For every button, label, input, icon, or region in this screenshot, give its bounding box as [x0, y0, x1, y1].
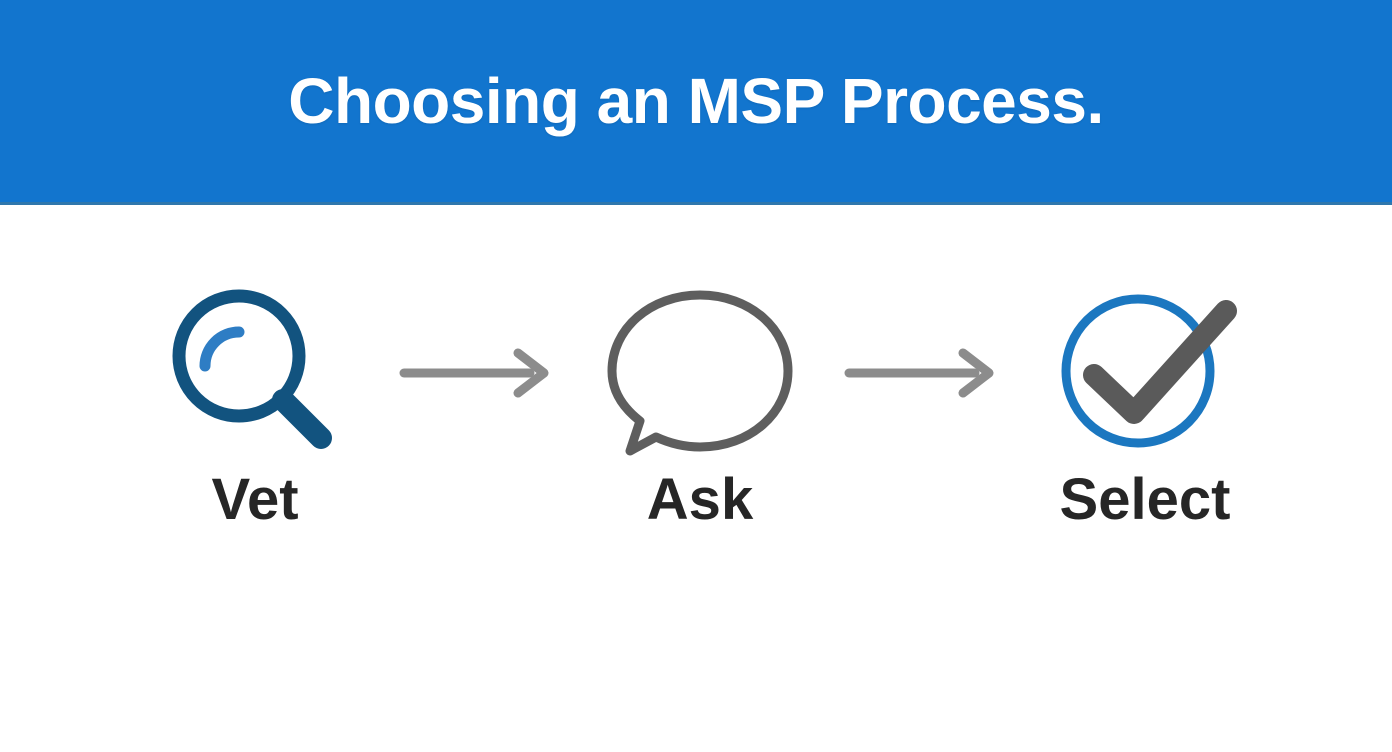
page-title: Choosing an MSP Process. — [288, 65, 1104, 137]
process-area: Vet Ask — [0, 205, 1392, 752]
arrow-right-icon — [828, 280, 1018, 465]
process-step-ask[interactable]: Ask — [585, 280, 815, 529]
magnifying-glass-icon — [155, 280, 355, 465]
step-label-ask: Ask — [646, 467, 754, 532]
arrow-right-icon — [383, 280, 573, 465]
process-step-select[interactable]: Select — [1030, 280, 1260, 529]
step-label-vet: Vet — [211, 467, 299, 532]
check-circle-icon — [1045, 280, 1245, 465]
process-step-vet[interactable]: Vet — [140, 280, 370, 529]
speech-bubble-icon — [600, 280, 800, 465]
step-label-select: Select — [1059, 467, 1231, 532]
process-flow: Vet Ask — [140, 280, 1260, 560]
header-banner: Choosing an MSP Process. — [0, 0, 1392, 205]
